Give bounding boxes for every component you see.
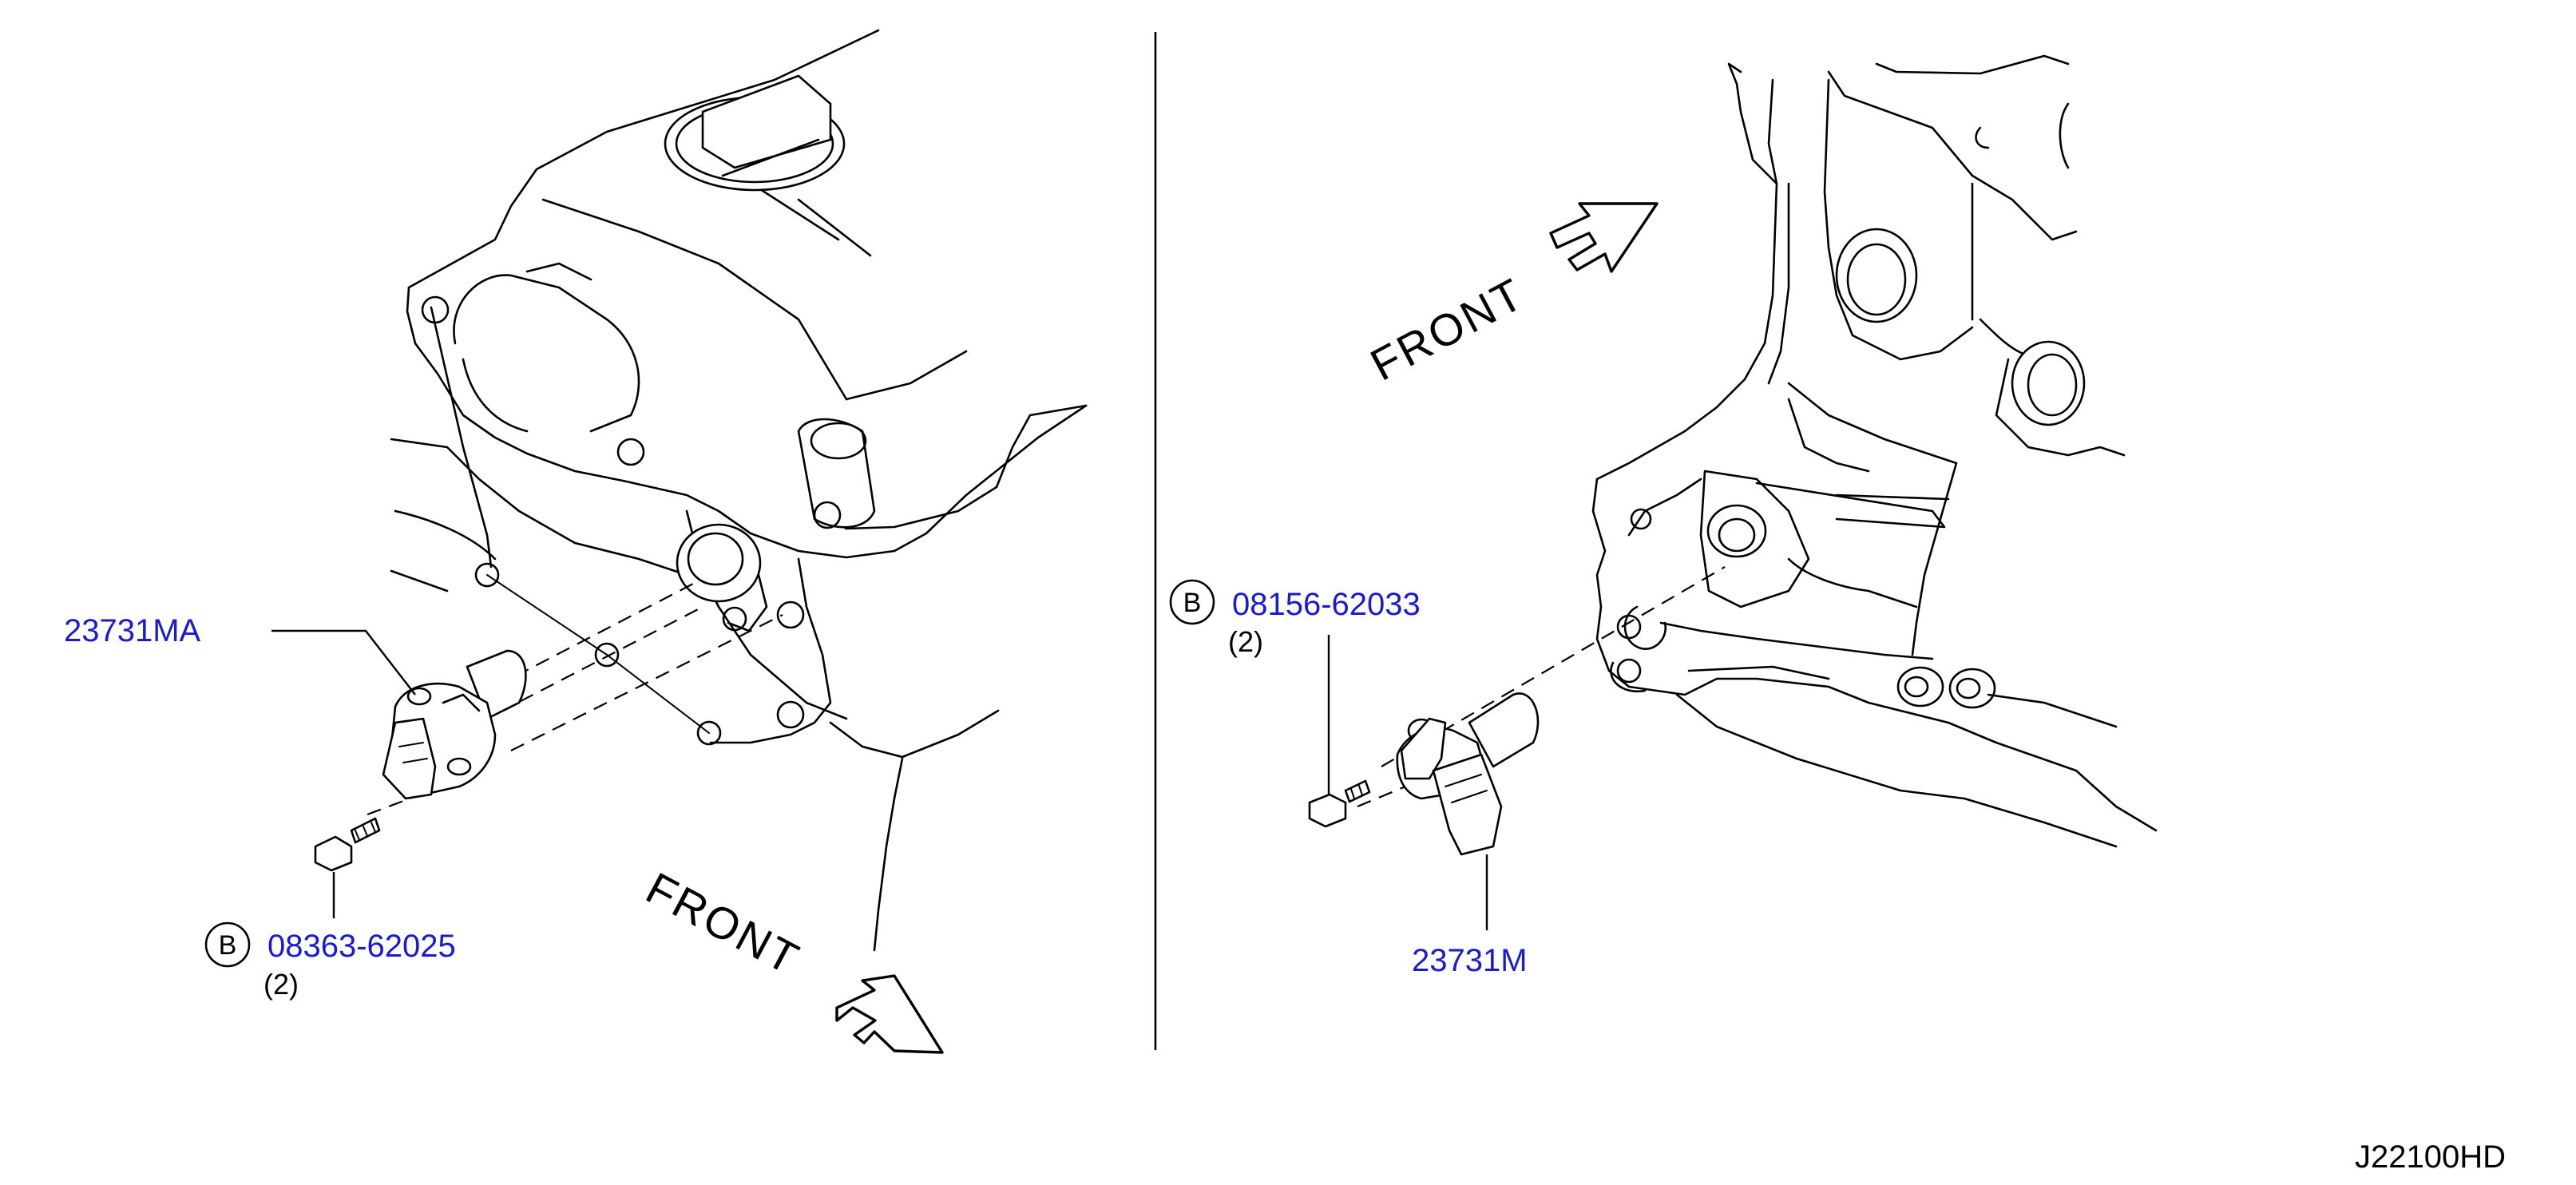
right-front-label: FRONT [1362,268,1532,390]
right-bolt-quantity: (2) [1228,625,1263,658]
left-bolt-part-number[interactable]: 08363-62025 [268,929,456,964]
right-bolt-icon [1308,779,1371,828]
right-bolt-callout-circle [1169,579,1215,625]
right-cam-sensor [1396,692,1540,856]
left-bolt-callout-circle [204,921,251,968]
right-sensor-part-number[interactable]: 23731M [1412,943,1528,978]
left-cam-sensor [382,649,527,800]
left-bolt-callout-letter: B [219,930,237,961]
left-front-arrow-icon [835,974,944,1054]
left-sensor-part-number[interactable]: 23731MA [64,613,201,648]
right-front-arrow-icon [1549,202,1659,273]
left-front-label: FRONT [638,862,808,985]
right-engine-drawing [1357,54,2158,848]
right-bolt-callout-letter: B [1183,588,1202,618]
left-engine-drawing [367,29,1088,952]
left-bolt-quantity: (2) [264,968,299,1001]
diagram-code: J22100HD [2355,1139,2506,1175]
left-bolt-icon [314,817,381,872]
right-bolt-part-number[interactable]: 08156-62033 [1232,587,1421,622]
